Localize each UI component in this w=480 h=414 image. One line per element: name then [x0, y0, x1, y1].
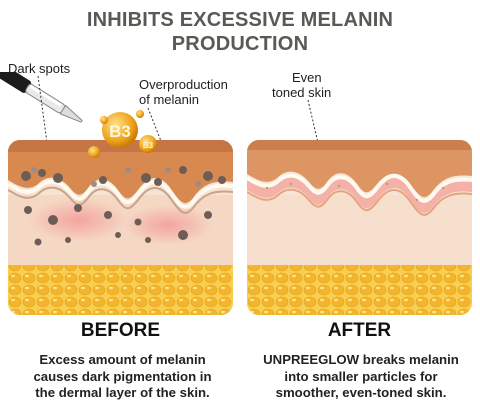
- vitamin-symbol: B3: [109, 122, 131, 141]
- before-desc-line-3: the dermal layer of the skin.: [35, 385, 210, 400]
- before-desc-line-2: causes dark pigmentation in: [33, 368, 212, 384]
- title-line-1: INHIBITS EXCESSIVE MELANIN: [86, 9, 394, 31]
- after-desc-line-1: UNPREEGLOW breaks melanin: [263, 352, 459, 367]
- before-heading: BEFORE: [80, 320, 161, 341]
- even-toned-label-1: Even: [292, 70, 322, 85]
- overproduction-label-1: Overproduction: [139, 77, 228, 92]
- before-description: Excess amount of melanin causes dark pig…: [0, 352, 245, 402]
- before-skin-panel: [8, 140, 233, 315]
- dark-spots-label: Dark spots: [8, 61, 71, 76]
- dropper-icon: [0, 72, 83, 123]
- overproduction-label-2: of melanin: [139, 92, 199, 107]
- after-desc-line-2: into smaller particles for: [284, 368, 438, 384]
- after-description: UNPREEGLOW breaks melanin into smaller p…: [242, 352, 480, 402]
- title-line-2: PRODUCTION: [171, 33, 309, 55]
- after-heading: AFTER: [327, 320, 392, 341]
- vitamin-symbol-small: B3: [143, 141, 154, 150]
- after-skin-panel: [247, 140, 472, 315]
- after-desc-line-3: smoother, even-toned skin.: [275, 385, 447, 400]
- vitamin-b3-icon: B3 B3: [88, 110, 157, 158]
- before-desc-line-1: Excess amount of melanin: [39, 352, 206, 367]
- even-toned-label-2: toned skin: [272, 85, 332, 100]
